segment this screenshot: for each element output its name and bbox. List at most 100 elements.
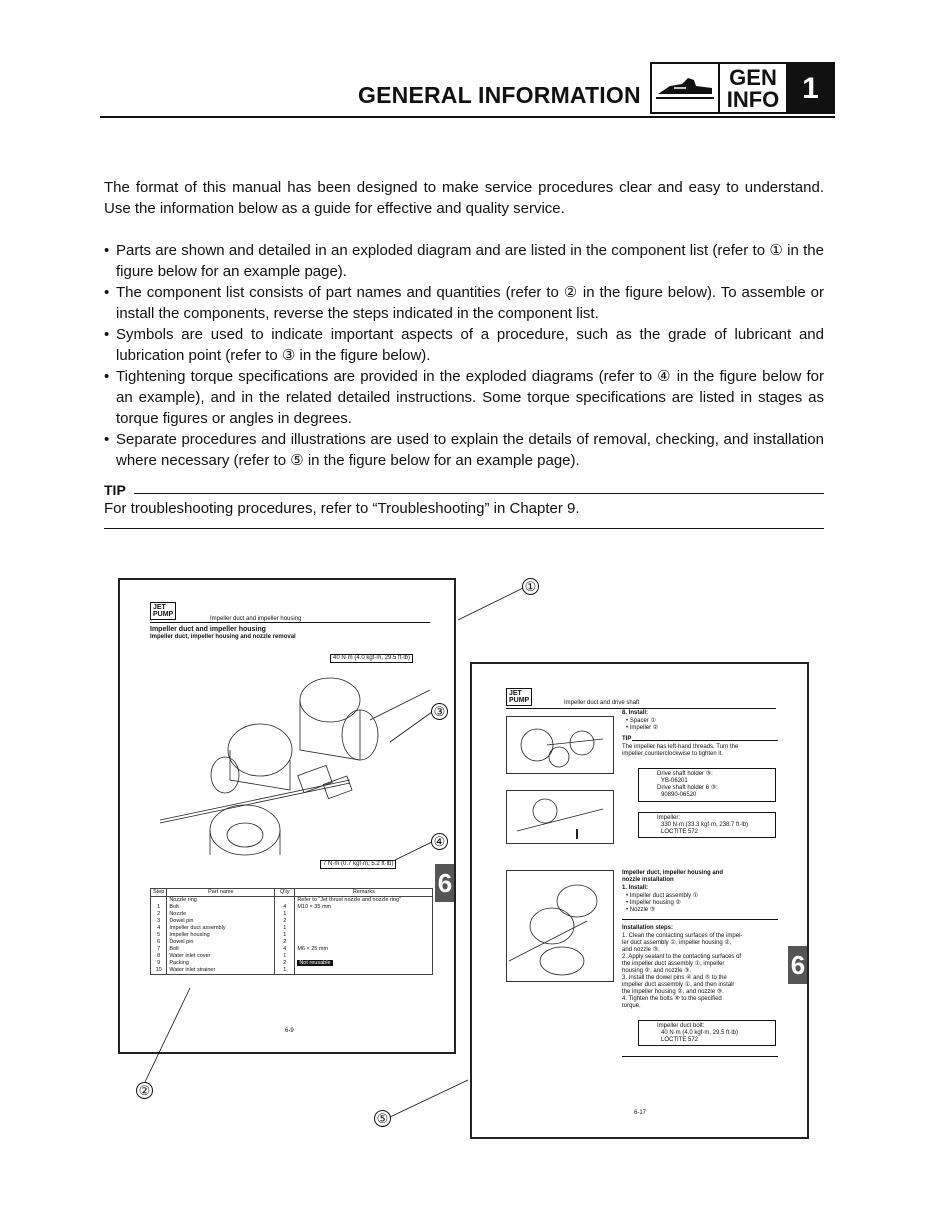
table-cell: 1: [274, 932, 296, 939]
table-cell: [294, 918, 434, 925]
table-cell: 1: [274, 911, 296, 918]
jet-pump-badge: JET PUMP: [506, 688, 533, 706]
col-step: Step: [150, 888, 168, 897]
section2-title: Impeller duct, impeller housing and: [622, 870, 724, 876]
callout-3: ③: [431, 703, 448, 720]
right-tip-text: impeller counterclockwise to tighten it.: [622, 751, 724, 757]
jet-ski-icon: [650, 62, 720, 114]
table-cell: 2: [150, 911, 168, 918]
left-page-title: Impeller duct and impeller housing: [150, 626, 266, 633]
tool-line: Drive shaft holder ③:: [657, 771, 713, 777]
end-rule: [622, 1056, 778, 1057]
table-cell: Dowel pin: [166, 918, 276, 925]
right-tip-rule: [632, 740, 778, 741]
table-cell: Impeller housing: [166, 932, 276, 939]
table-cell: 2: [274, 918, 296, 925]
callout-5: ⑤: [374, 1110, 391, 1127]
table-cell: Not reusable: [294, 960, 434, 967]
table-cell: M6 × 25 mm: [294, 946, 434, 953]
chapter-number: 1: [786, 62, 835, 114]
table-cell: 6: [150, 939, 168, 946]
tool-box: Drive shaft holder ③: YB-06201 Drive sha…: [638, 768, 776, 802]
info-label: INFO: [726, 87, 780, 112]
left-header-rule: [150, 622, 430, 623]
installation-step-line: impeller duct assembly ①, and then insta…: [622, 982, 734, 988]
tip-label: TIP: [104, 482, 126, 498]
table-cell: [294, 932, 434, 939]
table-cell: [294, 967, 434, 975]
page-title: GENERAL INFORMATION: [358, 82, 641, 108]
installation-step-line: the impeller housing ②, and nozzle ③.: [622, 989, 724, 995]
installation-step-line: 2. Apply sealant to the contacting surfa…: [622, 954, 742, 960]
torque-line: 330 N·m (33.3 kgf·m, 238.7 ft·lb): [661, 822, 749, 828]
right-page-header: Impeller duct and drive shaft: [564, 700, 640, 706]
col-remarks: Remarks: [294, 888, 434, 897]
tool-line: Drive shaft holder 6 ③:: [657, 785, 718, 791]
torque-line: Impeller:: [657, 815, 681, 821]
list-item: Separate procedures and illustrations ar…: [104, 429, 824, 471]
table-row: Nozzle ring Refer to “Jet thrust nozzle a…: [150, 896, 434, 904]
table-cell: M10 × 35 mm: [294, 904, 434, 911]
step-install: 8. Install:: [622, 710, 649, 716]
pump-label: PUMP: [153, 611, 174, 618]
table-cell: Nozzle: [166, 911, 276, 918]
table-cell: 8: [150, 953, 168, 960]
gen-label: GEN: [729, 65, 777, 90]
table-cell: Water inlet strainer: [166, 967, 276, 975]
table-cell: Nozzle ring: [166, 896, 276, 904]
jet-label: JET: [509, 690, 522, 697]
right-tip-text: The impeller has left-hand threads. Turn…: [622, 744, 739, 750]
installation-step-line: 4. Tighten the bolts ⑥ to the specified: [622, 996, 722, 1002]
col-qty: Q'ty: [274, 888, 296, 897]
section2-step: 1. Install:: [622, 885, 649, 891]
table-cell: 1: [274, 953, 296, 960]
table-cell: 3: [150, 918, 168, 925]
table-cell: 4: [274, 904, 296, 911]
col-part-name: Part name: [166, 888, 276, 897]
table-cell: 2: [274, 960, 296, 967]
table-cell: [294, 953, 434, 960]
torque-spec-top: 40 N·m (4.0 kgf·m, 29.5 ft·lb): [330, 654, 414, 663]
callout-1: ①: [522, 578, 539, 595]
pump-label: PUMP: [509, 697, 530, 704]
list-item: The component list consists of part name…: [104, 282, 824, 324]
section-tab-right: 6: [788, 946, 807, 984]
table-cell: 10: [150, 967, 168, 975]
illustration-spacer-impeller: [506, 716, 614, 774]
component-list-table: Step Part name Q'ty Remarks Nozzle ring R…: [150, 888, 434, 975]
left-page-subtitle: Impeller duct, impeller housing and nozz…: [150, 634, 296, 640]
table-cell: [294, 925, 434, 932]
duct-bolt-torque-box: Impeller duct bolt: 40 N·m (4.0 kgf·m, 2…: [638, 1020, 776, 1046]
table-cell: 1: [150, 904, 168, 911]
tool-line: YB-06201: [661, 778, 688, 784]
table-header-row: Step Part name Q'ty Remarks: [150, 888, 434, 897]
table-cell: 7: [150, 946, 168, 953]
section2-item: • Impeller housing ②: [626, 900, 681, 906]
tip-text: For troubleshooting procedures, refer to…: [104, 500, 580, 517]
impeller-exploded-diagram: [159, 677, 431, 856]
tip-rule: [134, 493, 824, 494]
installation-step-line: ler duct assembly ①, impeller housing ②,: [622, 940, 732, 946]
table-cell: Bolt: [166, 946, 276, 953]
install-item: • Impeller ②: [626, 725, 659, 731]
jet-label: JET: [153, 604, 166, 611]
list-item: Parts are shown and detailed in an explo…: [104, 240, 824, 282]
table-cell: Impeller duct assembly: [166, 925, 276, 932]
table-cell: Water inlet cover: [166, 953, 276, 960]
table-cell: Refer to “Jet thrust nozzle and nozzle r…: [294, 896, 434, 904]
installation-step-line: the impeller duct assembly ①, impeller: [622, 961, 725, 967]
right-page-number: 6-17: [634, 1110, 647, 1116]
installation-step-line: 3. Install the dowel pins ④ and ⑤ to the: [622, 975, 727, 981]
table-cell: 4: [274, 946, 296, 953]
callout-2: ②: [136, 1082, 153, 1099]
tool-line: 90890-06520: [661, 792, 697, 798]
section-tab-left: 6: [435, 864, 454, 902]
